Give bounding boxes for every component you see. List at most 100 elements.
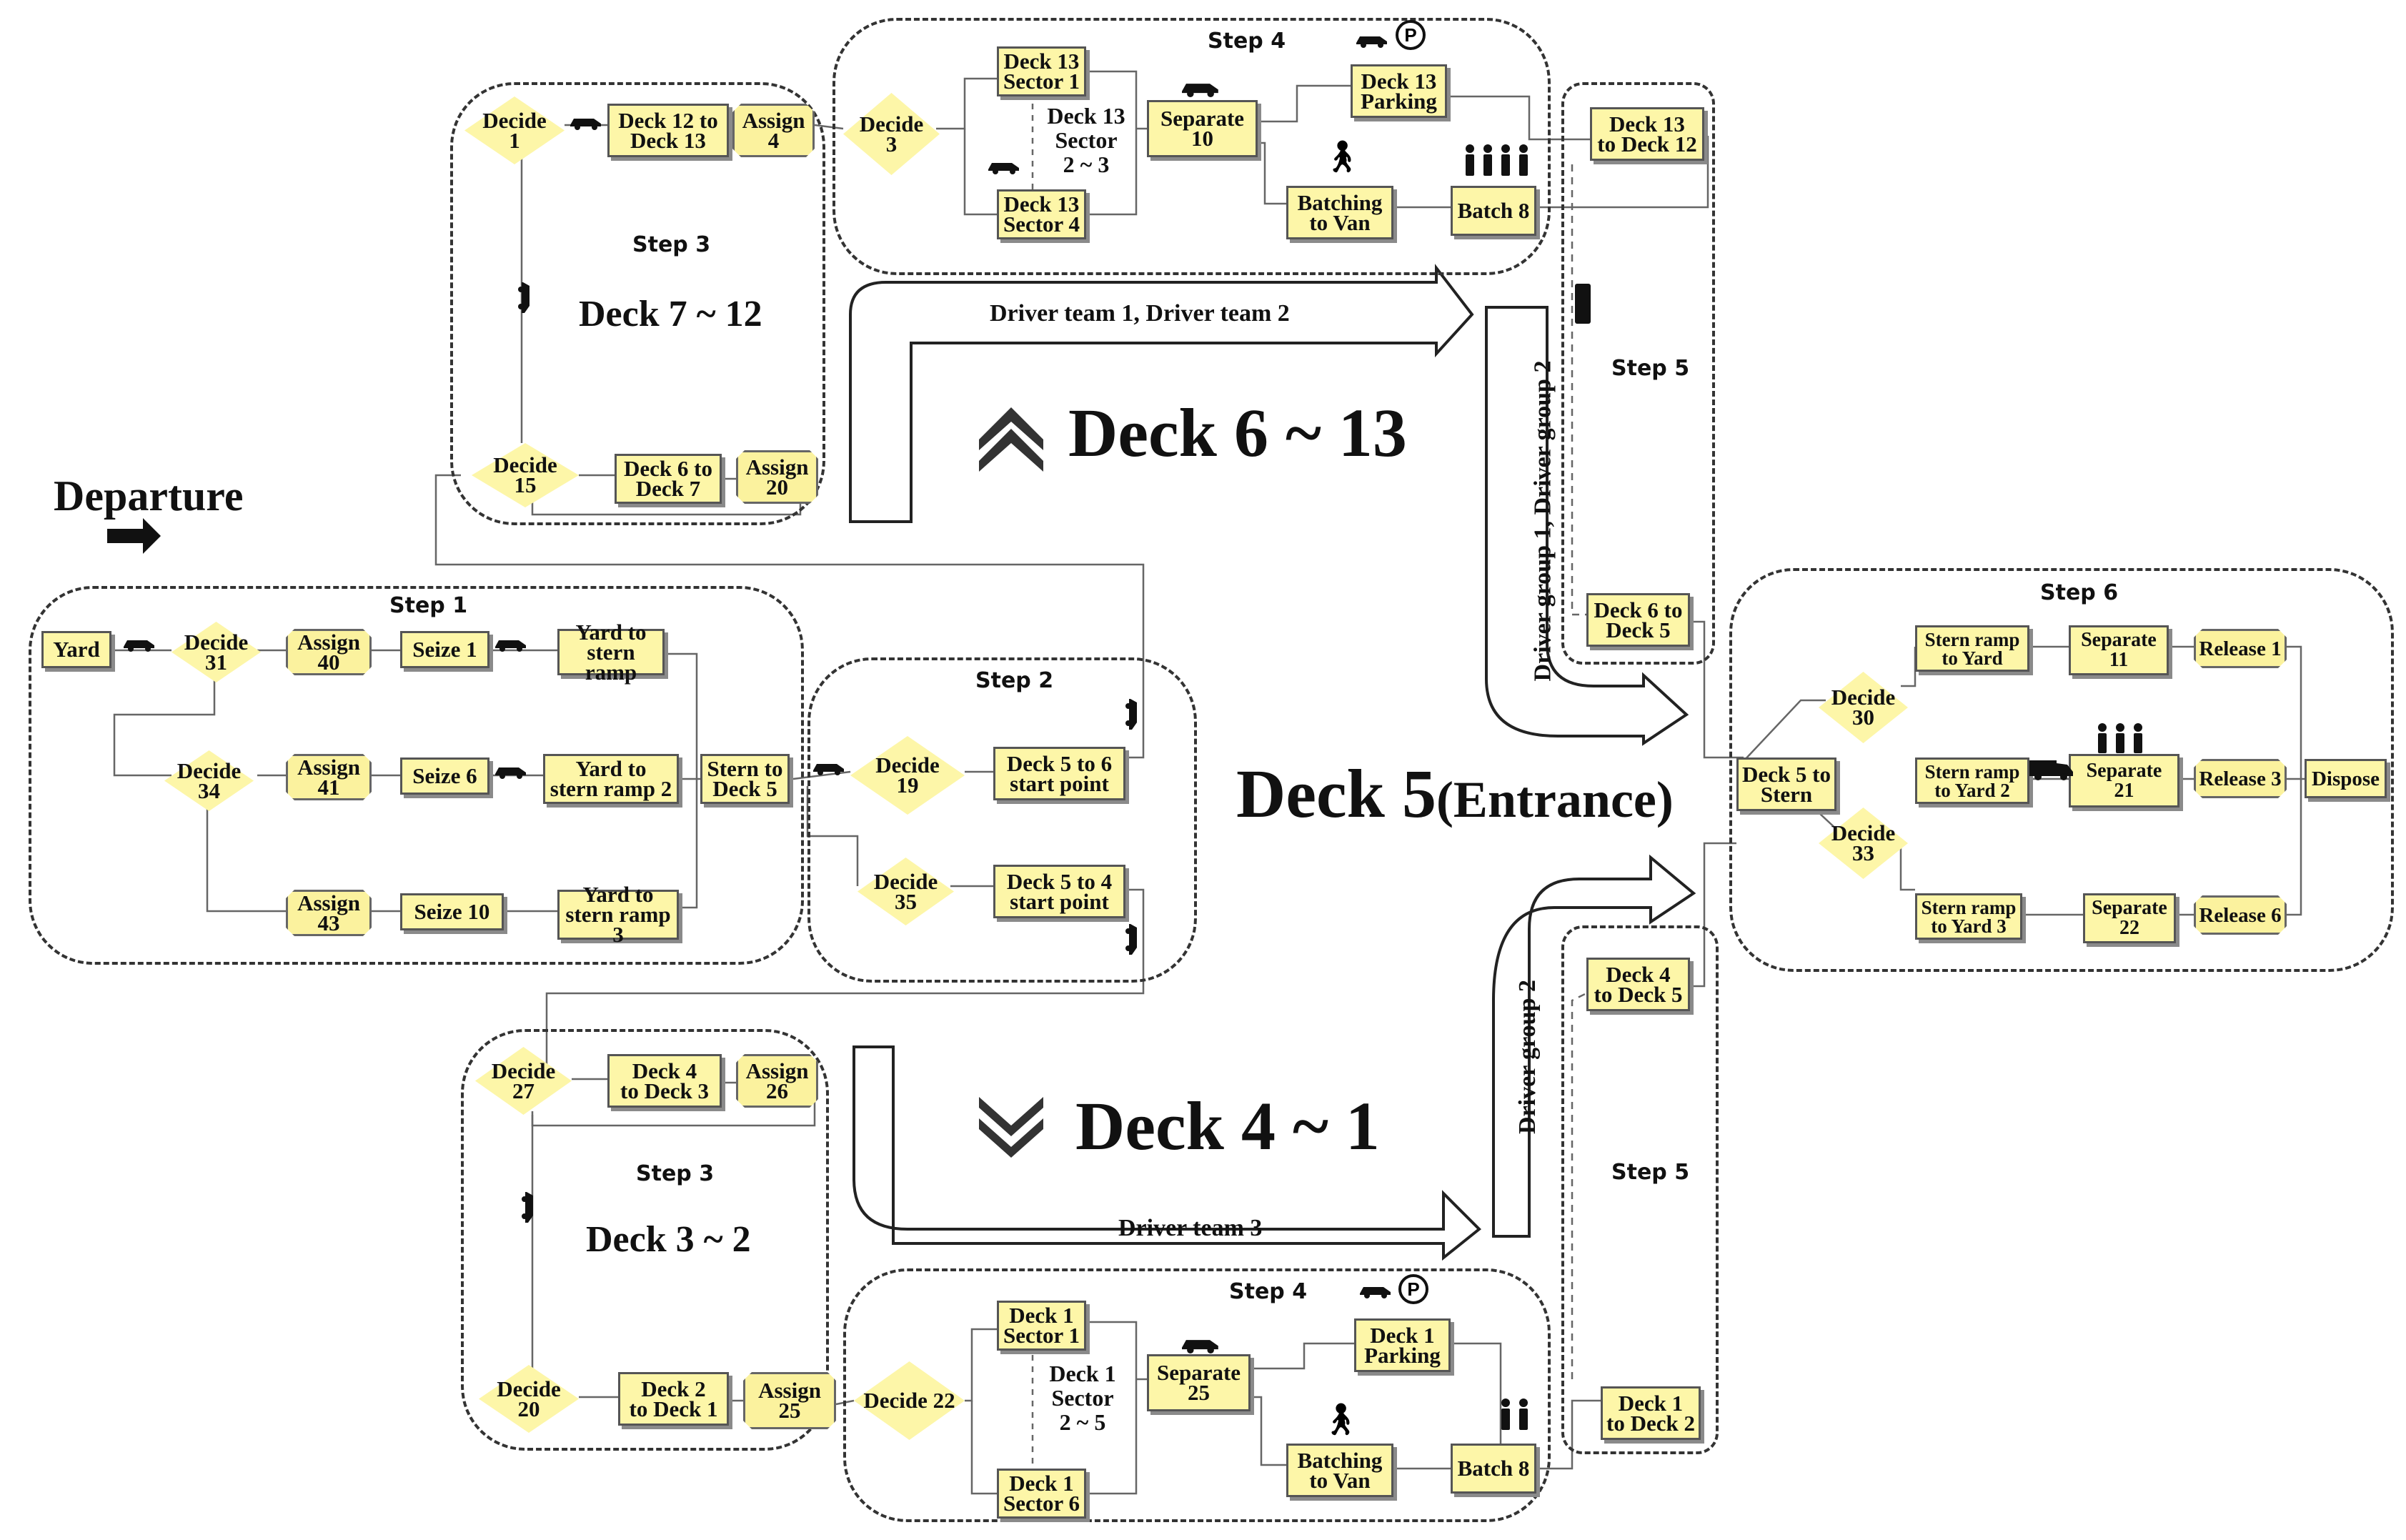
deck1-sector1-module[interactable]: Deck 1 Sector 1 <box>997 1301 1086 1351</box>
decide33-module[interactable]: Decide 33 <box>1819 808 1908 879</box>
connector <box>1571 992 1587 1379</box>
deck5-to-6-module[interactable]: Deck 5 to 6 start point <box>993 747 1125 800</box>
batching-to-van-top-module[interactable]: Batching to Van <box>1286 186 1393 239</box>
car-icon <box>495 640 526 652</box>
connector <box>936 77 997 130</box>
decide30-label: Decide 30 <box>1831 685 1896 730</box>
lower-groups-label: Driver group 2 <box>1513 980 1541 1134</box>
decide35-label: Decide 35 <box>873 868 938 914</box>
deck5-to-4-module[interactable]: Deck 5 to 4 start point <box>993 865 1125 918</box>
step5-top-label: Step 5 <box>1611 356 1690 381</box>
separate21-module[interactable]: Separate 21 <box>2069 754 2179 808</box>
separate11-module[interactable]: Separate 11 <box>2069 625 2169 675</box>
decide20-module[interactable]: Decide 20 <box>479 1365 579 1433</box>
assign20-module[interactable]: Assign 20 <box>736 450 818 504</box>
deck13-to-12-module[interactable]: Deck 13 to Deck 12 <box>1590 107 1704 161</box>
assign41-module[interactable]: Assign 41 <box>286 754 372 800</box>
yard-stern-ramp-module[interactable]: Yard to stern ramp <box>557 621 665 683</box>
decide1-module[interactable]: Decide 1 <box>464 96 565 164</box>
deck5-to-stern-module[interactable]: Deck 5 to Stern <box>1736 757 1836 811</box>
release6-module[interactable]: Release 6 <box>2194 895 2287 935</box>
deck1-sector6-module[interactable]: Deck 1 Sector 6 <box>997 1469 1086 1519</box>
seize6-module[interactable]: Seize 6 <box>400 757 489 795</box>
stern-ramp-to-yard2-module[interactable]: Stern ramp to Yard 2 <box>1915 757 2029 804</box>
assign4-module[interactable]: Assign 4 <box>732 104 815 157</box>
deck1-to-2-module[interactable]: Deck 1 to Deck 2 <box>1601 1386 1701 1440</box>
stern-ramp-to-yard3-module[interactable]: Stern ramp to Yard 3 <box>1915 893 2022 940</box>
connector <box>963 129 997 216</box>
separate22-module[interactable]: Separate 22 <box>2083 893 2176 943</box>
decide3-module[interactable]: Decide 3 <box>843 93 940 175</box>
entrance-title: Deck 5(Entrance) <box>1236 754 1674 833</box>
deck6-to-7-module[interactable]: Deck 6 to Deck 7 <box>615 454 722 504</box>
car-icon <box>1125 699 1137 730</box>
upper-groups-arrow <box>1485 306 1689 746</box>
car-icon <box>495 767 526 779</box>
decide31-module[interactable]: Decide 31 <box>171 622 261 682</box>
separate10-module[interactable]: Separate 10 <box>1147 100 1258 157</box>
assign43-module[interactable]: Assign 43 <box>286 890 372 936</box>
car-icon <box>1182 1340 1218 1353</box>
lower-range-label: Deck 3 ~ 2 <box>586 1219 751 1260</box>
assign40-module[interactable]: Assign 40 <box>286 629 372 675</box>
upper-decks-title: Deck 6 ~ 13 <box>1068 394 1407 471</box>
seize10-module[interactable]: Seize 10 <box>400 893 504 930</box>
deck2-to-1-module[interactable]: Deck 2 to Deck 1 <box>618 1372 729 1426</box>
assign26-module[interactable]: Assign 26 <box>736 1054 818 1108</box>
car-icon <box>124 640 154 652</box>
connector <box>2287 645 2302 916</box>
decide34-module[interactable]: Decide 34 <box>164 750 254 811</box>
decide22-module[interactable]: Decide 22 <box>854 1361 965 1440</box>
connector <box>113 679 216 777</box>
upper-teams-label: Driver team 1, Driver team 2 <box>990 300 1290 327</box>
deck13-sector4-module[interactable]: Deck 13 Sector 4 <box>997 189 1086 239</box>
batch8-top-module[interactable]: Batch 8 <box>1451 186 1536 236</box>
decide15-module[interactable]: Decide 15 <box>472 443 579 507</box>
people-group-icon <box>1501 1399 1528 1430</box>
decide27-module[interactable]: Decide 27 <box>475 1047 572 1115</box>
step4-top-group <box>832 18 1551 275</box>
connector <box>1247 1396 1286 1466</box>
van-icon <box>2029 760 2073 780</box>
deck6-to-5-module[interactable]: Deck 6 to Deck 5 <box>1586 593 1690 647</box>
seize1-module[interactable]: Seize 1 <box>400 631 489 668</box>
yard-module[interactable]: Yard <box>41 631 111 668</box>
release3-module[interactable]: Release 3 <box>2194 759 2287 798</box>
deck4-to-3-module[interactable]: Deck 4 to Deck 3 <box>607 1054 722 1108</box>
assign25-module[interactable]: Assign 25 <box>743 1372 836 1429</box>
yard-stern-ramp2-module[interactable]: Yard to stern ramp 2 <box>543 754 679 804</box>
decide33-label: Decide 33 <box>1831 820 1896 865</box>
batching-to-van-bottom-module[interactable]: Batching to Van <box>1286 1444 1393 1497</box>
stern-to-deck5-module[interactable]: Stern to Deck 5 <box>700 754 790 804</box>
person-icon: 🚶︎ <box>1322 139 1362 175</box>
deck12-to-13-module[interactable]: Deck 12 to Deck 13 <box>607 104 729 157</box>
connector <box>965 1328 997 1402</box>
person-icon: 🚶︎ <box>1321 1401 1361 1438</box>
deck13-parking-module[interactable]: Deck 13 Parking <box>1351 64 1447 118</box>
connector <box>1536 136 1709 209</box>
release1-module[interactable]: Release 1 <box>2194 629 2287 668</box>
connector <box>1086 70 1138 216</box>
batch8-bottom-module[interactable]: Batch 8 <box>1451 1444 1536 1494</box>
deck4-to-5-module[interactable]: Deck 4 to Deck 5 <box>1586 958 1690 1011</box>
car-icon <box>1356 36 1387 48</box>
decide30-module[interactable]: Decide 30 <box>1819 672 1908 743</box>
entrance-sub: (Entrance) <box>1436 771 1674 828</box>
connector <box>1571 164 1586 616</box>
car-icon <box>1182 84 1218 97</box>
yard-stern-ramp3-module[interactable]: Yard to stern ramp 3 <box>557 883 679 945</box>
upper-groups-label: Driver group 1, Driver group 2 <box>1529 360 1556 682</box>
connector <box>1447 95 1590 141</box>
decide19-module[interactable]: Decide 19 <box>850 736 965 815</box>
dispose-module[interactable]: Dispose <box>2305 759 2387 798</box>
deck1-parking-module[interactable]: Deck 1 Parking <box>1354 1318 1451 1372</box>
deck13-sector1-module[interactable]: Deck 13 Sector 1 <box>997 46 1086 96</box>
connector <box>970 1401 997 1495</box>
step5-bottom-label: Step 5 <box>1611 1160 1690 1185</box>
parking-icon: P <box>1396 20 1426 50</box>
separate25-module[interactable]: Separate 25 <box>1147 1354 1251 1411</box>
car-icon <box>1360 1287 1391 1298</box>
departure-label: Departure <box>54 472 244 520</box>
decide35-module[interactable]: Decide 35 <box>857 858 954 925</box>
stern-ramp-to-yard-module[interactable]: Stern ramp to Yard <box>1915 625 2029 672</box>
